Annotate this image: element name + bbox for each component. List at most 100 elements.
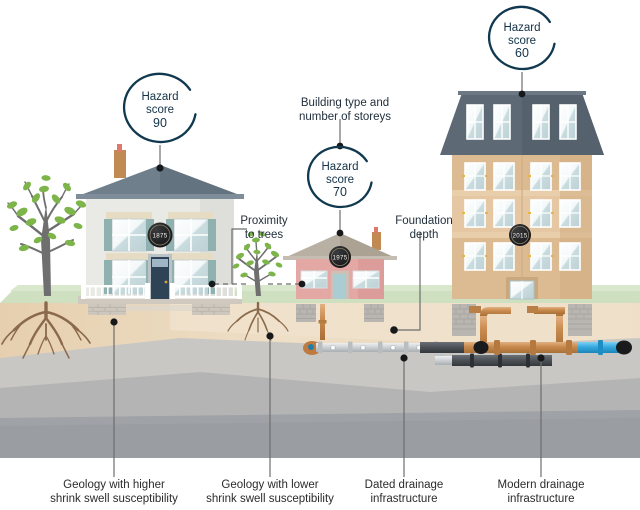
hazard-value-bungalow: 70	[333, 185, 347, 199]
bungalow-year-badge-ring	[330, 247, 349, 266]
bungalow-chimney	[372, 232, 381, 250]
apartment-year-label: 2015	[513, 232, 528, 239]
dated-drainage-infrastructure	[303, 304, 552, 368]
victorian-eaves	[76, 194, 244, 199]
victorian-year-label: 1875	[153, 232, 168, 239]
geology-lower-line-2: shrink swell susceptibility	[206, 493, 334, 505]
dot-dated-drainage	[400, 354, 408, 362]
modern-blue-pipe-collar	[598, 340, 603, 355]
victorian-door	[151, 257, 169, 299]
victorian-railings	[81, 283, 242, 299]
leader-foundation-depth	[396, 232, 421, 331]
modern-drainage-line-1: Modern drainage	[498, 479, 585, 491]
dated-downpipe-collar	[318, 320, 327, 324]
callout-leaders	[113, 72, 542, 477]
hazard-label-line1-apartment: Hazard	[503, 22, 540, 34]
bungalow-door	[334, 274, 346, 299]
apartment-block: 2015	[440, 91, 604, 336]
victorian-door-fanlight	[152, 259, 168, 267]
apartment-year-badge-ring	[510, 225, 529, 244]
dated-sewer-joints	[470, 353, 530, 368]
modern-downpipe-right	[556, 316, 563, 348]
apartment-dormer-windows	[466, 104, 577, 140]
tree-large	[1, 175, 91, 359]
dot-geology-higher	[110, 318, 118, 326]
hazard-label-line2-apartment: score	[508, 35, 536, 47]
victorian-year-badge	[147, 222, 173, 248]
soil-bottom-shade	[0, 410, 640, 426]
dot-hazard-apartment	[518, 90, 526, 98]
victorian-roof-shade	[160, 165, 242, 196]
victorian-plinth	[78, 296, 242, 304]
bungalow-chimney-pot	[374, 227, 378, 233]
foundation-line-1: Foundation	[395, 215, 453, 227]
proximity-line-1: Proximity	[240, 215, 288, 227]
modern-blue-pipe-end	[616, 340, 632, 355]
dated-drainage-line-1: Dated drainage	[365, 479, 444, 491]
apartment-windows-floor-1	[462, 242, 581, 271]
modern-bend-left-cap	[469, 306, 481, 313]
hazard-ring-victorian	[122, 72, 198, 144]
modern-dark-connector	[420, 342, 464, 353]
bungalow-footings	[296, 304, 384, 322]
hazard-label-line2-bungalow: score	[326, 174, 354, 186]
leader-proximity-bracket	[231, 228, 247, 284]
hazard-ring-bungalow	[306, 145, 374, 209]
hazard-label-line1-victorian: Hazard	[141, 91, 178, 103]
dot-hazard-victorian	[156, 164, 164, 172]
modern-drainage-infrastructure	[420, 306, 632, 355]
soil-cross-section	[0, 303, 640, 458]
victorian-footings	[88, 304, 230, 315]
feature-callout-foundation-depth: Foundation depth	[395, 215, 453, 241]
feature-callout-proximity-to-trees: Proximity to trees	[240, 215, 288, 241]
dot-geology-lower	[266, 332, 274, 340]
modern-bend-right-top	[534, 307, 565, 314]
bungalow-roof-shade	[340, 233, 396, 258]
soil-mid-layer	[0, 372, 640, 424]
hazard-callout-bungalow[interactable]: Hazard score 70	[303, 142, 376, 212]
tree-small-roots	[227, 301, 289, 341]
hazard-value-apartment: 60	[515, 46, 529, 60]
hazard-callout-victorian[interactable]: Hazard score 90	[119, 68, 202, 147]
bottom-label-geology-lower: Geology with lower shrink swell suscepti…	[206, 479, 334, 505]
dated-drainage-line-2: infrastructure	[370, 493, 437, 505]
apartment-windows-floor-2	[462, 199, 581, 228]
bungalow-year-badge	[329, 246, 351, 268]
victorian-house: 1875	[76, 144, 244, 315]
bottom-label-dated-drainage: Dated drainage infrastructure	[365, 479, 444, 505]
victorian-windows-upper	[104, 212, 216, 252]
victorian-year-badge-ring	[149, 224, 171, 246]
building-type-line-1: Building type and	[301, 97, 389, 109]
feature-callout-building-type: Building type and number of storeys	[299, 97, 391, 123]
victorian-chimney-pot	[117, 144, 122, 152]
modern-main-run	[460, 342, 592, 353]
bungalow-year-label: 1975	[333, 254, 348, 261]
modern-bend-left	[480, 307, 511, 316]
hazard-label-line2-victorian: score	[146, 104, 174, 116]
victorian-chimney	[114, 150, 126, 178]
proximity-line-2: to trees	[245, 229, 284, 241]
bottom-label-geology-higher: Geology with higher shrink swell suscept…	[50, 479, 178, 505]
modern-valve	[473, 341, 489, 354]
dot-modern-drainage	[537, 354, 545, 362]
tree-large-roots	[1, 301, 91, 359]
tree-small-foliage	[232, 231, 283, 278]
dot-foundation-depth	[390, 326, 398, 334]
victorian-door-knob	[164, 280, 168, 284]
foundation-line-2: depth	[410, 229, 439, 241]
apartment-footings	[452, 304, 592, 336]
modern-drainage-line-2: infrastructure	[507, 493, 574, 505]
dot-proximity-left	[208, 280, 216, 288]
tree-large-trunk	[41, 205, 51, 296]
tree-large-foliage	[6, 175, 87, 252]
apartment-year-badge	[509, 224, 531, 246]
modern-pipe-collars	[494, 340, 572, 355]
apartment-windows-floor-3	[462, 162, 581, 191]
dated-gully-eye	[308, 344, 314, 350]
bungalow-house: 1975	[283, 227, 397, 322]
hazard-callout-apartment[interactable]: Hazard score 60	[484, 2, 560, 75]
dated-elbow-horizontal	[435, 356, 457, 365]
bungalow-windows	[300, 270, 380, 289]
dot-hazard-bungalow	[336, 229, 344, 237]
